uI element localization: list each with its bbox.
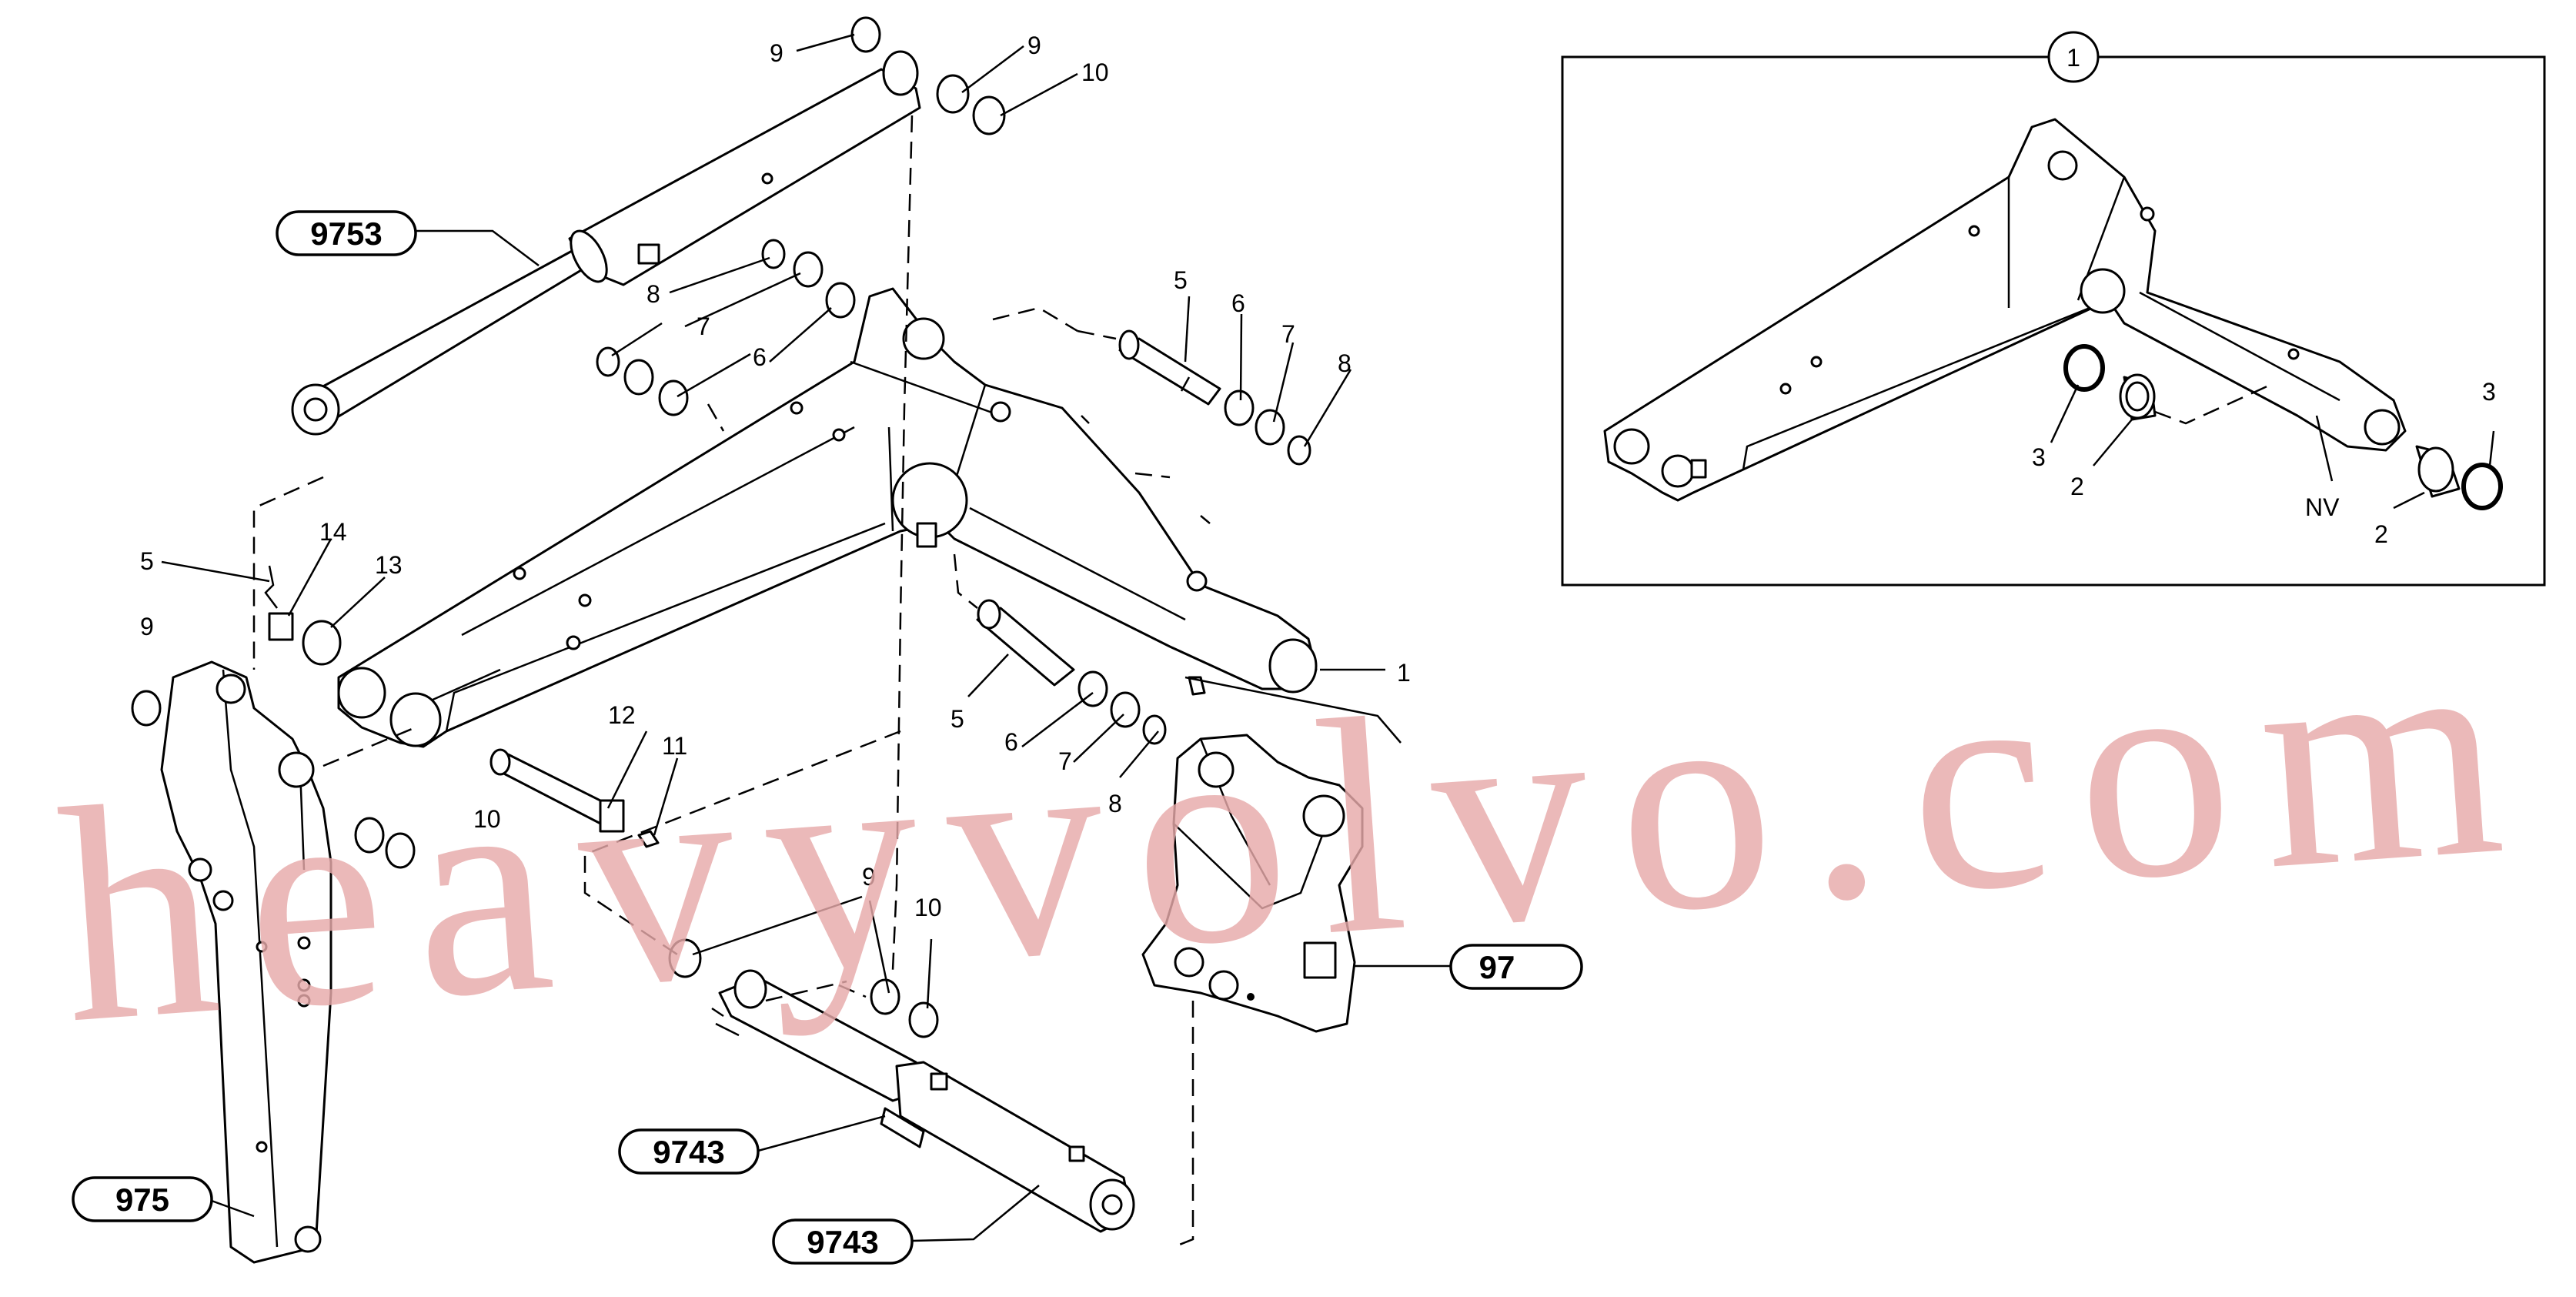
- assembly-lines: [252, 115, 1194, 1249]
- pin-upper: [1118, 329, 1221, 406]
- reference-labels: 9753 975 9743 9743 97: [72, 210, 1583, 1265]
- callout-13: 13: [375, 551, 403, 579]
- ref-label-9743-upper: 9743: [653, 1134, 724, 1170]
- inset-detail: 1: [1561, 31, 2546, 587]
- ref-pill-9743-upper: [618, 1128, 760, 1175]
- ref-label-97: 97: [1479, 949, 1515, 985]
- inset-seal-left: [2063, 344, 2105, 392]
- callout-5a: 5: [1174, 266, 1188, 294]
- inset-bushing-right: [2415, 445, 2461, 498]
- callout-9a: 9: [770, 39, 783, 67]
- ref-label-9743-lower: 9743: [807, 1224, 878, 1260]
- inset-callout-3a: 3: [2032, 443, 2046, 471]
- cotter-pin-5: [264, 565, 278, 609]
- washers: [131, 16, 1311, 1038]
- callout-11: 11: [662, 732, 687, 760]
- callout-10c: 10: [914, 894, 942, 921]
- callout-10a: 10: [1081, 58, 1109, 86]
- grease-nipple-11: [637, 830, 660, 848]
- callout-6c: 6: [1004, 728, 1018, 756]
- callout-8a: 8: [647, 280, 660, 308]
- main-boom: [337, 287, 1318, 748]
- ref-pill-9743-lower: [772, 1218, 914, 1265]
- callout-5c: 5: [951, 705, 964, 733]
- callout-7a: 7: [697, 313, 710, 340]
- callouts: 9 9 10 8 7 6 5 6 7 8 1 5 14 13 9 5 6 7 8…: [140, 32, 1411, 921]
- inset-marker-label: 1: [2066, 44, 2080, 72]
- inset-callout-2b: 2: [2374, 520, 2388, 548]
- callout-9c: 9: [140, 613, 154, 640]
- pin-middle: [976, 599, 1075, 687]
- callout-7c: 7: [1058, 747, 1072, 775]
- inset-callout-3b: 3: [2482, 378, 2496, 406]
- inset-seal-right: [2461, 463, 2503, 510]
- inset-callout-2a: 2: [2070, 473, 2084, 500]
- callout-14: 14: [319, 518, 347, 546]
- ref-pill-9753: [276, 210, 417, 256]
- inset-callout-nv: NV: [2305, 493, 2340, 521]
- nut-14: [268, 612, 294, 641]
- callout-8c: 8: [1108, 790, 1122, 817]
- inset-leader-dash: [2154, 383, 2271, 425]
- callout-10b: 10: [473, 805, 501, 833]
- callout-5b: 5: [140, 547, 154, 575]
- pin-lower: [489, 748, 625, 833]
- callout-1: 1: [1397, 659, 1411, 687]
- arm-cylinder-9743: [711, 969, 1135, 1233]
- callout-6b: 6: [1231, 289, 1245, 317]
- arm-975: [160, 660, 332, 1264]
- inset-marker: [2047, 31, 2100, 83]
- callout-9b: 9: [1027, 32, 1041, 59]
- callout-8b: 8: [1338, 349, 1351, 377]
- boom-cylinder-9753: [291, 50, 921, 436]
- ref-label-975: 975: [115, 1182, 169, 1218]
- ref-pill-975: [72, 1176, 213, 1222]
- ref-pill-97: [1449, 944, 1583, 990]
- grease-nipple-boom: [1188, 676, 1206, 696]
- callout-9d: 9: [862, 863, 876, 891]
- leader-lines: [161, 33, 1451, 1242]
- callout-7b: 7: [1281, 320, 1295, 348]
- inset-bushing-left: [2119, 373, 2157, 421]
- ref-label-9753: 9753: [310, 216, 382, 252]
- callout-12: 12: [608, 701, 636, 729]
- inset-boom: [1603, 118, 2407, 502]
- callout-6a: 6: [753, 343, 767, 371]
- swing-bracket-97: [1141, 734, 1364, 1033]
